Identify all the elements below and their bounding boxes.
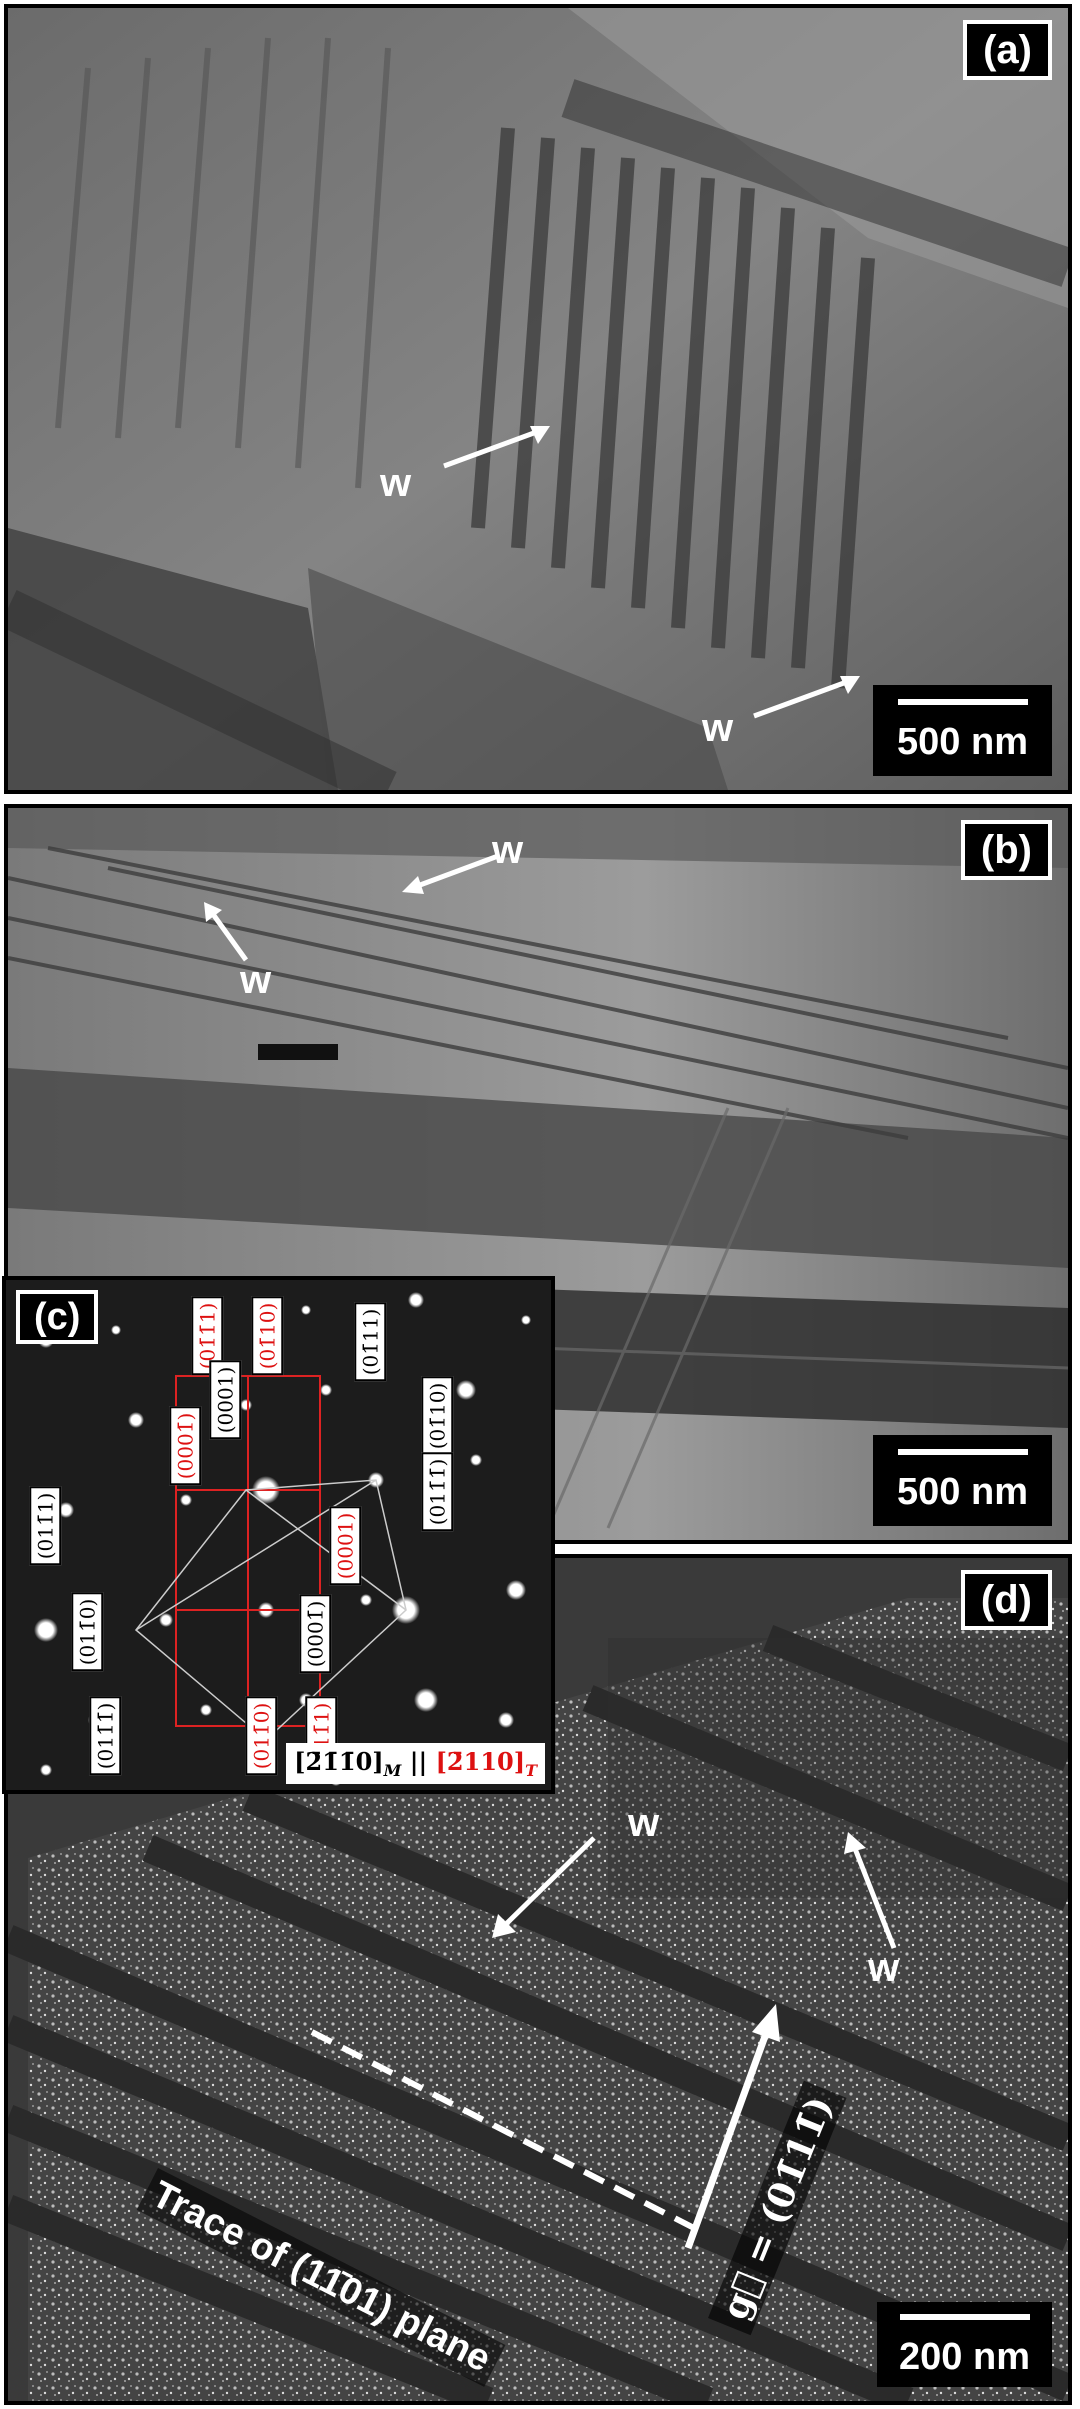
index-label: (011̄0): [245, 1696, 278, 1776]
index-label: (01̄10): [251, 1296, 284, 1376]
zone-axis-twin: [2̄110]: [435, 1747, 526, 1777]
scale-bar-line: [897, 1449, 1028, 1455]
panel-c-label: (c): [16, 1290, 99, 1344]
scale-bar-d: 200 nm: [877, 2302, 1052, 2387]
w-label-a1: w: [380, 461, 412, 505]
arrow-d2: [844, 1832, 897, 1949]
arrow-d1: [492, 1836, 596, 1938]
panel-b-label: (b): [960, 820, 1052, 880]
index-label: (0001): [329, 1506, 362, 1586]
index-label: (01̄11): [354, 1302, 387, 1382]
panel-a: (a) w w 500 nm: [4, 4, 1072, 794]
index-label: (0001): [209, 1360, 242, 1440]
arrow-a1: [443, 426, 550, 469]
arrow-a2: [753, 676, 860, 719]
index-label: (011̄1): [29, 1486, 62, 1566]
w-label-a2: w: [702, 706, 734, 750]
scale-bar-line: [899, 2314, 1030, 2320]
trace-dashed-line: [310, 2029, 696, 2231]
zone-axis-sub-m: M: [383, 1761, 402, 1780]
index-label: (011̄0): [71, 1592, 104, 1672]
index-label: (0001̄): [299, 1594, 332, 1674]
index-label: (011̄1̄): [421, 1452, 454, 1532]
scale-bar-label-d: 200 nm: [899, 2336, 1030, 2378]
scale-bar-a: 500 nm: [873, 685, 1052, 776]
w-label-b1: w: [492, 828, 524, 872]
scale-bar-label-b: 500 nm: [897, 1471, 1028, 1513]
zone-axis-label: [2̄1̄1̄0]M || [2̄110]T: [286, 1743, 545, 1784]
scale-bar-b: 500 nm: [873, 1435, 1052, 1526]
arrow-b2: [204, 902, 249, 962]
scale-bar-label-a: 500 nm: [897, 721, 1028, 763]
w-label-d1: w: [628, 1801, 660, 1845]
panel-a-label: (a): [963, 20, 1052, 80]
w-label-d2: w: [868, 1946, 900, 1990]
zone-axis-separator: ||: [409, 1747, 428, 1777]
index-label: (011̄1̄): [89, 1696, 122, 1776]
micrograph-a: [8, 8, 1068, 790]
panel-d-label: (d): [960, 1570, 1052, 1630]
panel-c-diffraction-inset: (c) (01̄1̄1) (01̄10) (0001̄) (0001) (011…: [2, 1276, 555, 1794]
scale-bar-line: [897, 699, 1028, 705]
arrow-b1: [402, 853, 499, 894]
g-vector-arrow: [684, 2004, 780, 2250]
zone-axis-sub-t: T: [525, 1761, 537, 1780]
index-label: (01̄10): [421, 1376, 454, 1456]
w-label-b2: w: [240, 958, 272, 1002]
zone-axis-matrix: [2̄1̄1̄0]: [294, 1747, 384, 1777]
index-label: (0001̄): [169, 1406, 202, 1486]
